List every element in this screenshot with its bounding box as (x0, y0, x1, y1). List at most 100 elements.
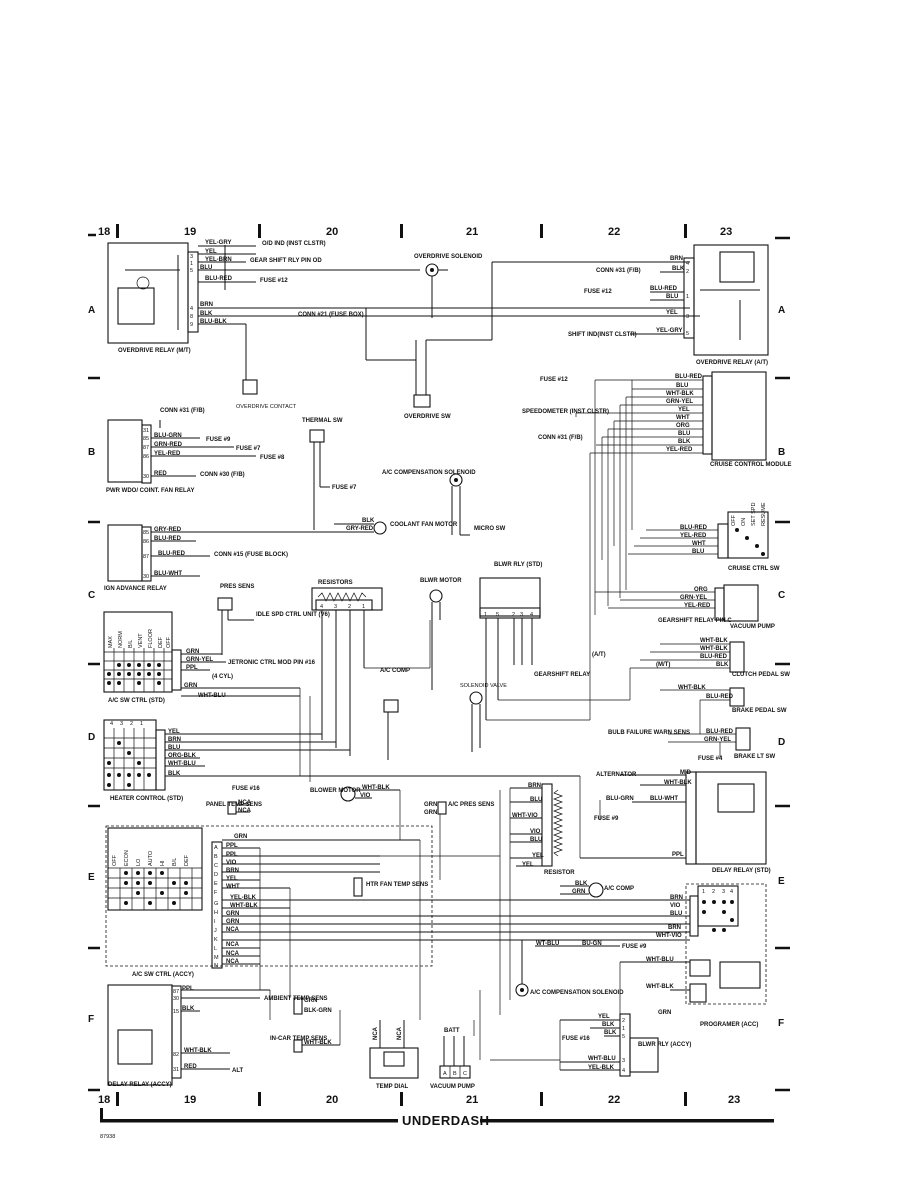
svg-text:85: 85 (143, 436, 149, 442)
grid-col-top-20: 20 (326, 226, 338, 238)
jetronic-label: JETRONIC CTRL MOD PIN #16 (228, 660, 316, 666)
svg-text:3: 3 (622, 1058, 625, 1064)
programer: 1 2 3 4 BRN VIO BLU BRN WHT-VIO WHT-BLU … (620, 883, 767, 1028)
bulb-failure-label: BULB FAILURE WARN SENS (608, 730, 690, 736)
overdrive-sw-label: OVERDRIVE SW (404, 414, 451, 420)
ac-sw-ctrl-std-label: A/C SW CTRL (STD) (108, 698, 165, 704)
wire-yel-at: YEL (666, 310, 678, 316)
blower-wire-vio: VIO (360, 793, 371, 799)
heater-control-label: HEATER CONTROL (STD) (110, 796, 183, 802)
accy-wire-yel: YEL (226, 876, 238, 882)
wire-blu-label: BLU (200, 265, 212, 271)
accy-wire-nca4: NCA (226, 959, 240, 965)
svg-text:87: 87 (143, 554, 149, 560)
interconnect-wires (259, 620, 631, 1070)
ign-wire-gry-red: GRY-RED (154, 527, 182, 533)
delay-wire-ppl: PPL (672, 852, 684, 858)
micro-sw-label: MICRO SW (474, 526, 506, 532)
dra-wire-blk: BLK (182, 1006, 195, 1012)
brla-wire-yel-blk: YEL-BLK (588, 1065, 615, 1071)
htr-wire-yel: YEL (168, 729, 180, 735)
grid-footer: 18 19 20 21 22 23 UNDERDASH 87938 (88, 1088, 790, 1140)
overdrive-solenoid-label: OVERDRIVE SOLENOID (414, 254, 483, 260)
cruise-wire-yel-red: YEL-RED (666, 447, 693, 453)
accy-wire-nca3: NCA (226, 951, 240, 957)
in-car-temp-sens-label: IN-CAR TEMP SENS (270, 1036, 327, 1042)
ambient-temp-sens: GRN BLK-GRN AMBIENT TEMP SENS (264, 996, 332, 1015)
fuse12-cruise-callout: FUSE #12 (540, 377, 568, 383)
incar-wire-wht-blk: WHT-BLK (304, 1040, 332, 1046)
conn21-callout: CONN #21 (FUSE BOX) (298, 312, 364, 318)
vp-pin-a: A (443, 1071, 447, 1077)
cruise-wire-blu-red: BLU-RED (675, 374, 703, 380)
res-pin-1: 1 (362, 604, 365, 610)
speedometer-callout: SPEEDOMETER (INST CLSTR) (522, 409, 609, 415)
acstd-wire-grn2: GRN (184, 683, 197, 689)
overdrive-contact: OVERDRIVE CONTACT (236, 379, 297, 410)
svg-text:3: 3 (686, 314, 689, 320)
acslow-wire-wt-blu: WT-BLU (536, 941, 559, 947)
accy-wire-brn: BRN (226, 868, 239, 874)
blower-motor-label: BLOWER MOTOR (310, 788, 361, 794)
blwr-motor-top-label: BLWR MOTOR (420, 578, 462, 584)
accy-wire-ppl2: PPL (226, 852, 238, 858)
brake-lt-sw-label: BRAKE LT SW (734, 754, 776, 760)
cruise-wire-org: ORG (676, 423, 690, 429)
alternator-label: ALTERNATOR (596, 772, 637, 778)
htr-wire-blu: BLU (168, 745, 180, 751)
ign-wire-blu-wht: BLU-WHT (154, 571, 182, 577)
four-cyl-label: (4 CYL) (212, 674, 233, 680)
svg-text:9: 9 (190, 322, 193, 328)
ac-sw-ctrl-std: MAX NORM B/L VENT FLOOR DEF OFF GRN GRN-… (103, 611, 316, 704)
resistor-bank: BRN BLU WHT-VIO VIO BLU YEL YEL RESISTOR (510, 783, 575, 876)
svg-text:2: 2 (622, 1018, 625, 1024)
aclow-wire-blk: BLK (575, 881, 588, 887)
svg-text:2: 2 (686, 269, 689, 275)
panel-wire-nca: NCA (238, 800, 252, 806)
ac-accy-col-hi: HI (160, 860, 166, 866)
svg-text:H: H (214, 910, 218, 916)
overdrive-contact-label: OVERDRIVE CONTACT (236, 404, 297, 410)
ambient-temp-sens-label: AMBIENT TEMP SENS (264, 996, 328, 1002)
svg-text:30: 30 (173, 996, 179, 1002)
pwr-wdo-fan-relay-label: PWR WDO/ COINT. FAN RELAY (106, 488, 194, 494)
cruise-control-module: BLU-RED BLU WHT-BLK GRN-YEL YEL WHT ORG … (522, 371, 792, 468)
row-left-e: E (88, 872, 95, 883)
footer-title: UNDERDASH (402, 1113, 490, 1128)
cruise-wire-blu2: BLU (678, 431, 690, 437)
blwr-rly-std-label: BLWR RLY (STD) (494, 562, 542, 568)
wire-brn-at: BRN (670, 256, 683, 262)
brake-wire-blu-red: BLU-RED (706, 694, 734, 700)
res-pin-4: 4 (320, 604, 323, 610)
overdrive-solenoid: OVERDRIVE SOLENOID (414, 254, 483, 318)
res-wire-wht-vio: WHT-VIO (512, 813, 538, 819)
htr-wire-blk: BLK (168, 771, 181, 777)
svg-text:5: 5 (190, 268, 193, 274)
res-wire-yel: YEL (532, 853, 544, 859)
ac-compensation-solenoid-top: A/C COMPENSATION SOLENOID MICRO SW (382, 470, 506, 536)
blower-motor: WHT-BLK VIO BLOWER MOTOR (310, 785, 400, 802)
a-t-callout: (A/T) (592, 652, 606, 658)
pres-sens-label: PRES SENS (220, 584, 254, 590)
svg-text:4: 4 (622, 1068, 625, 1074)
conn31-b-callout: CONN #31 (F/B) (160, 408, 205, 414)
ac-accy-col-auto: AUTO (148, 850, 154, 866)
res-pin-2: 2 (348, 604, 351, 610)
brla-wire-wht-blu: WHT-BLU (588, 1056, 616, 1062)
grid-header: 18 19 20 21 22 23 (88, 224, 790, 240)
svg-text:1: 1 (484, 612, 487, 618)
prog-wire-vio: VIO (670, 903, 681, 909)
coolant-fan-motor-label: COOLANT FAN MOTOR (390, 522, 458, 528)
htr-wire-wht-blu: WHT-BLU (168, 761, 196, 767)
thermal-sw: THERMAL SW FUSE #7 (302, 418, 357, 530)
panel-wire-nca2: NCA (238, 808, 252, 814)
svg-text:L: L (214, 946, 217, 952)
row-left-a: A (88, 305, 95, 316)
row-left-f: F (88, 1014, 94, 1025)
wire-blk-at: BLK (672, 266, 685, 272)
ac-accy-col-def: DEF (184, 854, 190, 866)
delay-wire-blu-wht: BLU-WHT (650, 796, 678, 802)
vp-wire-org: ORG (694, 587, 708, 593)
grid-col-top-21: 21 (466, 226, 478, 238)
